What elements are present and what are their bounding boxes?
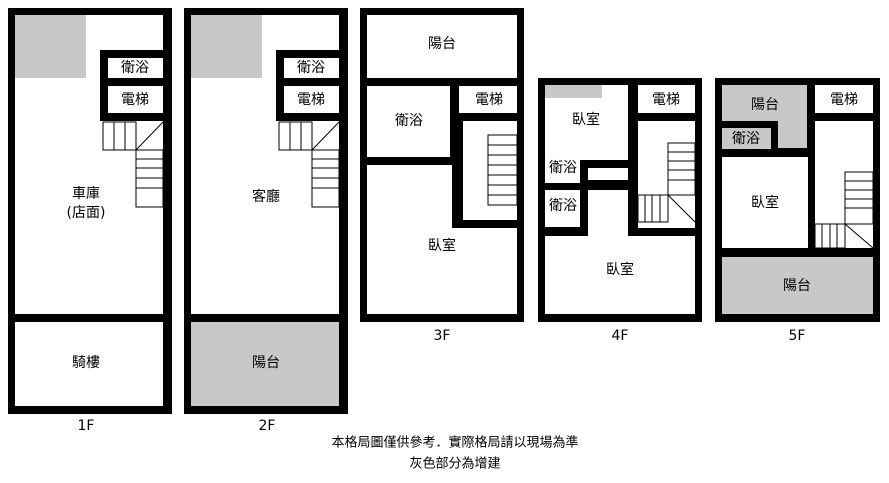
- room-living: 客廳: [252, 188, 280, 205]
- room-arcade: 騎樓: [72, 355, 100, 371]
- disclaimer-note: 本格局圖僅供參考．實際格局請以現場為準: [331, 435, 578, 451]
- floor-label: 4F: [612, 328, 629, 344]
- room-bath: 衛浴: [395, 113, 423, 129]
- room-bath-1: 衛浴: [549, 160, 577, 176]
- room-balcony-top: 陽台: [751, 97, 779, 113]
- room-bedroom: 臥室: [428, 237, 456, 254]
- staircase: [487, 134, 518, 206]
- floor-label: 2F: [259, 418, 276, 434]
- extension-area: [722, 257, 873, 314]
- floor-label: 3F: [434, 328, 451, 344]
- room-elevator: 電梯: [475, 92, 503, 108]
- room-bedroom: 臥室: [606, 261, 634, 278]
- room-balcony: 陽台: [428, 36, 456, 52]
- room-elevator: 電梯: [121, 92, 149, 108]
- room-garage: 車庫: [72, 185, 100, 202]
- room-elevator: 電梯: [297, 92, 325, 108]
- room-elevator: 電梯: [830, 92, 858, 108]
- room-balcony: 陽台: [783, 278, 811, 294]
- floor-2f: 衛浴 電梯 客廳 陽台 2F: [184, 8, 348, 434]
- room-bath: 衛浴: [732, 131, 760, 147]
- room-elevator: 電梯: [652, 92, 680, 108]
- extension-area: [191, 322, 339, 406]
- staircase: [102, 121, 164, 208]
- room-bath-2: 衛浴: [549, 198, 577, 214]
- floor-3f: 陽台 衛浴 電梯 臥室 3F: [360, 8, 524, 344]
- extension-area: [191, 15, 262, 78]
- staircase: [814, 171, 874, 249]
- room-bath: 衛浴: [297, 60, 325, 76]
- floor-4f: 臥室 電梯 衛浴 衛浴 臥室 4F: [538, 78, 702, 344]
- floor-5f: 陽台 電梯 衛浴 臥室 陽台 5F: [715, 78, 880, 344]
- floor-label: 5F: [789, 328, 806, 344]
- floor-label: 1F: [78, 418, 95, 434]
- staircase: [278, 121, 340, 208]
- extension-area: [545, 85, 602, 98]
- floor-1f: 衛浴 電梯 車庫 (店面) 騎樓 1F: [8, 8, 172, 434]
- extension-note: 灰色部分為增建: [409, 456, 500, 472]
- room-balcony: 陽台: [252, 355, 280, 371]
- room-garage-sub: (店面): [67, 205, 106, 221]
- room-bedroom-top: 臥室: [572, 111, 600, 128]
- staircase: [637, 142, 696, 223]
- room-bedroom: 臥室: [751, 194, 779, 211]
- extension-area: [15, 15, 86, 78]
- room-bath: 衛浴: [121, 60, 149, 76]
